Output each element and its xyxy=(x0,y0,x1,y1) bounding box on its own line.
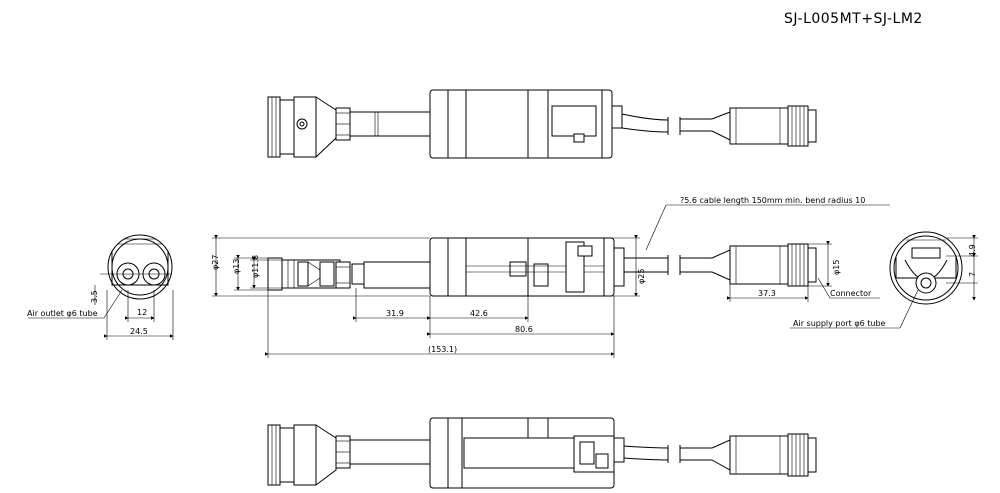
dim-153-1: (153.1) xyxy=(428,345,457,354)
dim-phi27: φ27 xyxy=(211,255,220,270)
dim-7: 7 xyxy=(968,272,977,277)
top-view xyxy=(267,89,817,159)
right-end-view: 4.9 7 Air supply port φ6 tube xyxy=(790,231,978,329)
dim-37-3: 37.3 xyxy=(758,289,776,298)
dim-24-5: 24.5 xyxy=(130,327,148,336)
dim-12: 12 xyxy=(137,308,147,317)
bottom-view xyxy=(267,417,817,489)
dim-phi15: φ15 xyxy=(832,260,841,275)
dim-80-6: 80.6 xyxy=(515,325,533,334)
dim-31-9: 31.9 xyxy=(386,309,404,318)
side-view: φ27 φ13 φ11.8 φ25 φ15 ?5.6 cable length … xyxy=(211,196,890,358)
dim-42-6: 42.6 xyxy=(470,309,488,318)
dim-4-9: 4.9 xyxy=(968,244,977,257)
cable-label: ?5.6 cable length 150mm min. bend radius… xyxy=(680,196,865,205)
dim-phi11-8: φ11.8 xyxy=(251,255,260,278)
dim-phi25: φ25 xyxy=(637,269,646,284)
drawing-title: SJ-L005MT+SJ-LM2 xyxy=(784,11,923,27)
dim-3-5: 3.5 xyxy=(90,290,99,303)
dim-phi13: φ13 xyxy=(232,259,241,274)
air-supply-label: Air supply port φ6 tube xyxy=(793,319,886,328)
air-outlet-label: Air outlet φ6 tube xyxy=(27,309,98,318)
connector-label: Connector xyxy=(830,289,872,298)
left-end-view: 3.5 12 24.5 Air outlet φ6 tube xyxy=(27,234,174,340)
